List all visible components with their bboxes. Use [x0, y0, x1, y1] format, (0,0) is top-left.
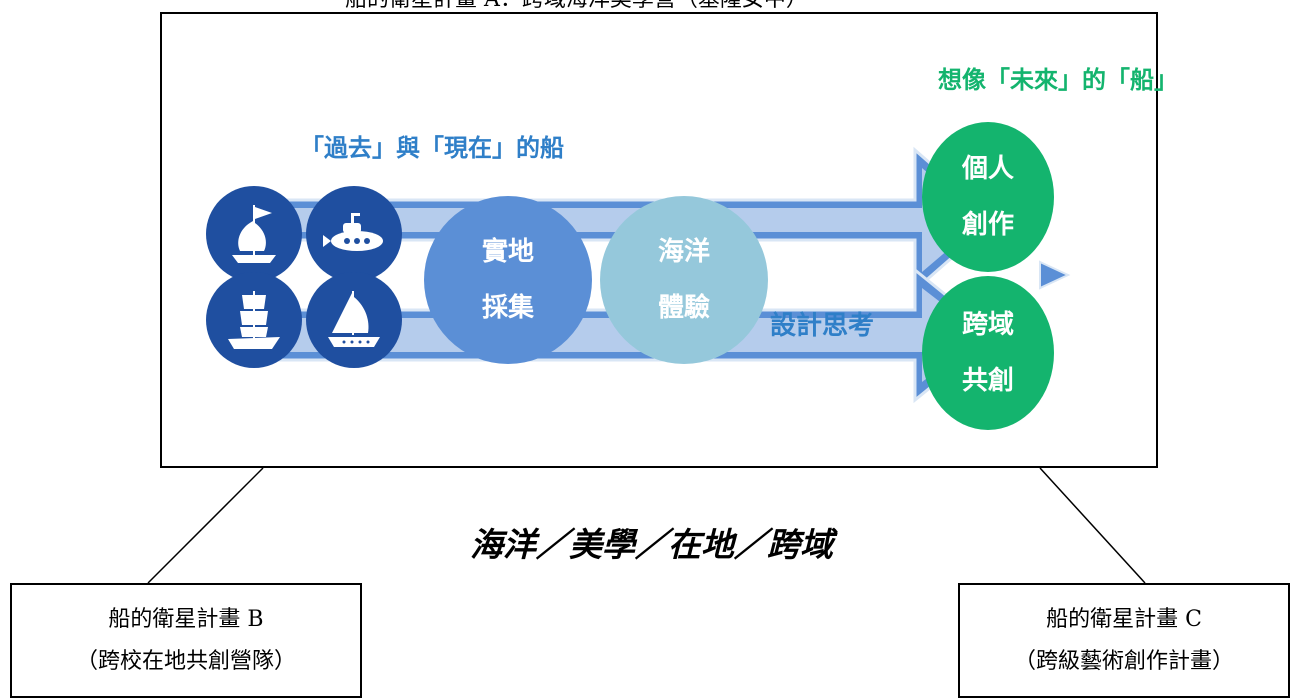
step-1-line2: 採集: [481, 293, 534, 323]
past-heading: 「過去」與「現在」的船: [300, 134, 564, 162]
step-ocean-experience: 海洋 體驗: [600, 196, 768, 364]
sailboat-icon: [306, 272, 402, 368]
plan-c-title: 船的衛星計畫 C: [1046, 606, 1202, 632]
outcome-1-line1: 個人: [961, 154, 1014, 184]
theme-text: 海洋／美學／在地／跨域: [470, 525, 833, 564]
design-thinking-label: 設計思考: [770, 311, 875, 341]
plan-a-title: 船的衛星計畫 A：跨域海洋美學營（基隆女中）: [345, 0, 1025, 14]
plan-b-box: 船的衛星計畫 B （跨校在地共創營隊）: [10, 583, 362, 698]
future-heading: 想像「未來」的「船」: [938, 66, 1178, 94]
plan-b-title: 船的衛星計畫 B: [108, 606, 264, 632]
outcome-2-line1: 跨域: [961, 310, 1014, 340]
outcome-1-line2: 創作: [961, 210, 1014, 240]
junk-ship-icon: [206, 272, 302, 368]
step-2-line2: 體驗: [657, 293, 710, 323]
sailing-ship-icon: [206, 186, 302, 282]
step-field-collection: 實地 採集: [424, 196, 592, 364]
outcome-2-line2: 共創: [961, 366, 1014, 396]
plan-b-subtitle: （跨校在地共創營隊）: [75, 648, 296, 674]
outcome-cross-domain-co-creation: 跨域 共創: [922, 276, 1054, 430]
plan-c-box: 船的衛星計畫 C （跨級藝術創作計畫）: [958, 583, 1290, 698]
submarine-icon: [306, 186, 402, 282]
plan-c-subtitle: （跨級藝術創作計畫）: [1013, 648, 1234, 674]
outcome-personal-creation: 個人 創作: [922, 122, 1054, 272]
step-1-line1: 實地: [481, 237, 534, 267]
step-2-line1: 海洋: [657, 237, 710, 267]
